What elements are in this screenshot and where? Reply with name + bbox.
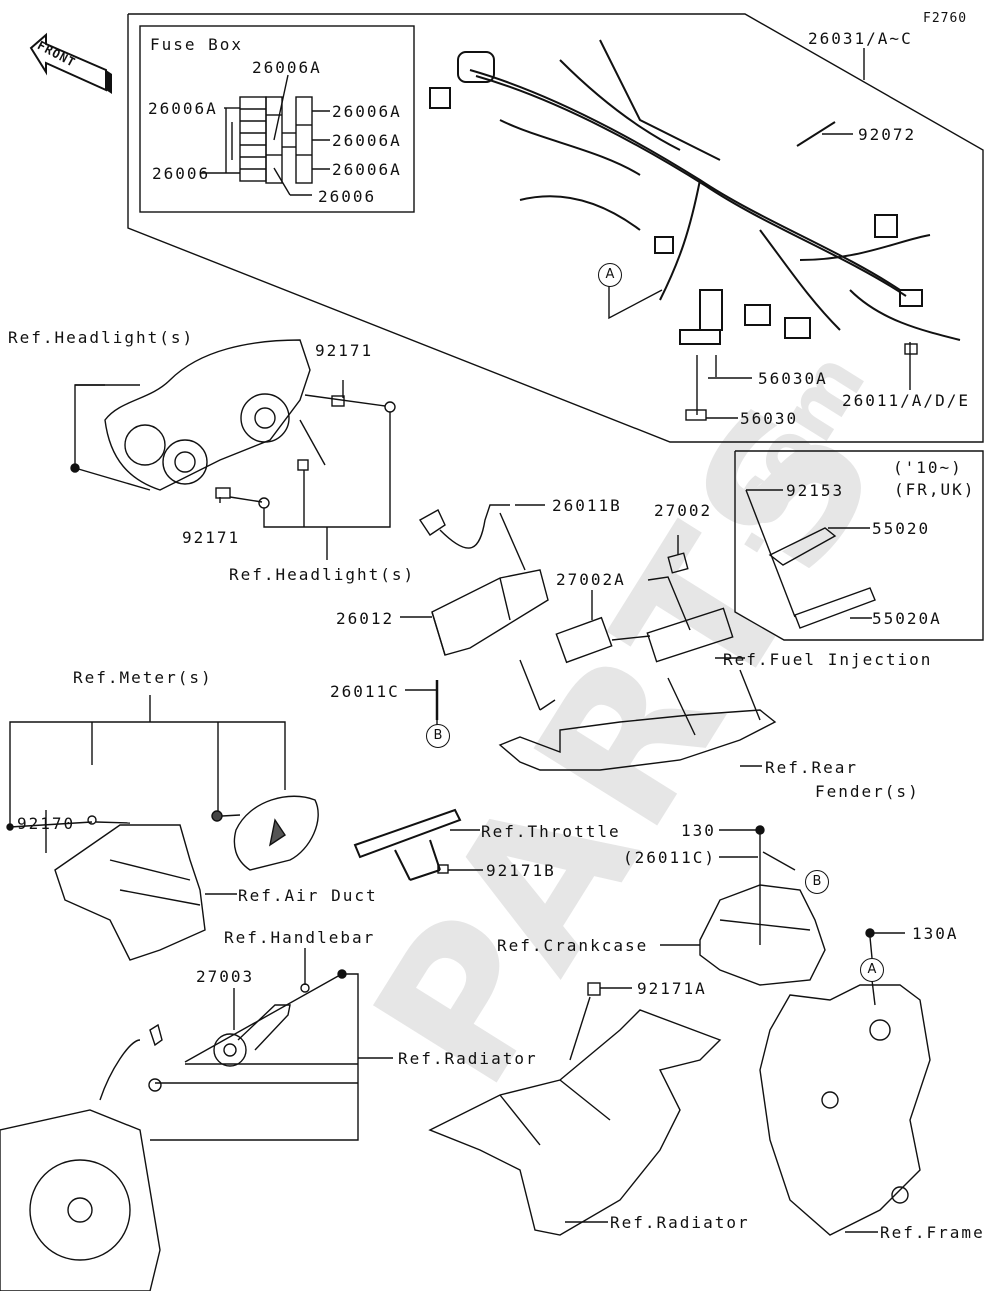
part-92171A[interactable]: 92171A bbox=[637, 979, 707, 998]
radiator-drawing bbox=[0, 1039, 161, 1291]
part-55020A[interactable]: 55020A bbox=[872, 609, 942, 628]
rear-fender-drawing bbox=[498, 659, 777, 771]
part-26006A-right-1[interactable]: 26006A bbox=[332, 102, 402, 121]
part-130A[interactable]: 130A bbox=[912, 924, 959, 943]
part-56030A[interactable]: 56030A bbox=[758, 369, 828, 388]
part-92170[interactable]: 92170 bbox=[17, 814, 76, 833]
ref-radiator-upper[interactable]: Ref.Radiator bbox=[398, 1049, 538, 1068]
ref-fuel-injection[interactable]: Ref.Fuel Injection bbox=[723, 650, 933, 669]
part-26031-harness[interactable]: 26031/A~C bbox=[808, 29, 913, 48]
part-26006A-right-2[interactable]: 26006A bbox=[332, 131, 402, 150]
part-26006A-right-3[interactable]: 26006A bbox=[332, 160, 402, 179]
fuse-block-drawing bbox=[200, 74, 330, 196]
inset-10-border bbox=[734, 450, 984, 641]
part-92072-tie[interactable]: 92072 bbox=[858, 125, 917, 144]
air-duct-drawing bbox=[54, 824, 206, 961]
ref-headlight-bottom[interactable]: Ref.Headlight(s) bbox=[229, 565, 416, 584]
ref-throttle[interactable]: Ref.Throttle bbox=[481, 822, 621, 841]
frame-drawing bbox=[759, 984, 931, 1236]
part-26006-bottom[interactable]: 26006 bbox=[318, 187, 377, 206]
part-27003-horn[interactable]: 27003 bbox=[196, 967, 255, 986]
part-26006A-left[interactable]: 26006A bbox=[148, 99, 218, 118]
battery-drawing bbox=[431, 569, 549, 656]
ref-rear-fender-line1[interactable]: Ref.Rear bbox=[765, 758, 859, 777]
ref-radiator-lower[interactable]: Ref.Radiator bbox=[610, 1213, 750, 1232]
part-26011-sensor[interactable]: 26011/A/D/E bbox=[842, 391, 970, 410]
fuse-box-title: Fuse Box bbox=[150, 35, 244, 54]
part-26011C-ref[interactable]: (26011C) bbox=[623, 848, 717, 867]
wiring-harness-drawing bbox=[429, 39, 961, 345]
ref-crankcase[interactable]: Ref.Crankcase bbox=[497, 936, 649, 955]
inset-region-note: (FR,UK) bbox=[894, 480, 976, 499]
part-26011B[interactable]: 26011B bbox=[552, 496, 622, 515]
part-26006A-top[interactable]: 26006A bbox=[252, 58, 322, 77]
part-26012-battery[interactable]: 26012 bbox=[336, 609, 395, 628]
ref-handlebar[interactable]: Ref.Handlebar bbox=[224, 928, 376, 947]
ref-marker-a-frame: A bbox=[860, 958, 884, 982]
part-92171-top[interactable]: 92171 bbox=[315, 341, 374, 360]
ref-meter[interactable]: Ref.Meter(s) bbox=[73, 668, 213, 687]
meter-drawing bbox=[233, 795, 319, 871]
part-56030[interactable]: 56030 bbox=[740, 409, 799, 428]
radiator-shroud-drawing bbox=[428, 1009, 722, 1236]
ref-frame[interactable]: Ref.Frame bbox=[880, 1223, 985, 1242]
part-26011C[interactable]: 26011C bbox=[330, 682, 400, 701]
ref-marker-b-crankcase: B bbox=[805, 870, 829, 894]
part-26006-left[interactable]: 26006 bbox=[152, 164, 211, 183]
crankcase-drawing bbox=[699, 884, 826, 986]
headlight-drawing bbox=[104, 339, 311, 491]
front-direction-arrow bbox=[29, 32, 112, 94]
part-92171-bottom[interactable]: 92171 bbox=[182, 528, 241, 547]
throttle-drawing bbox=[353, 808, 462, 881]
ref-marker-a: A bbox=[598, 263, 622, 287]
inset-year-note: ('10~) bbox=[893, 458, 963, 477]
figure-code: F2760 bbox=[923, 11, 968, 26]
part-27002[interactable]: 27002 bbox=[654, 501, 713, 520]
ref-marker-b: B bbox=[426, 724, 450, 748]
ref-rear-fender-line2[interactable]: Fender(s) bbox=[815, 782, 920, 801]
part-92171B[interactable]: 92171B bbox=[486, 861, 556, 880]
ref-headlight-top[interactable]: Ref.Headlight(s) bbox=[8, 328, 195, 347]
part-92153[interactable]: 92153 bbox=[786, 481, 845, 500]
fuse-box-border bbox=[139, 25, 415, 213]
part-55020[interactable]: 55020 bbox=[872, 519, 931, 538]
harness-inset-border bbox=[127, 13, 984, 443]
part-27002A[interactable]: 27002A bbox=[556, 570, 626, 589]
ref-air-duct[interactable]: Ref.Air Duct bbox=[238, 886, 378, 905]
part-130[interactable]: 130 bbox=[681, 821, 716, 840]
